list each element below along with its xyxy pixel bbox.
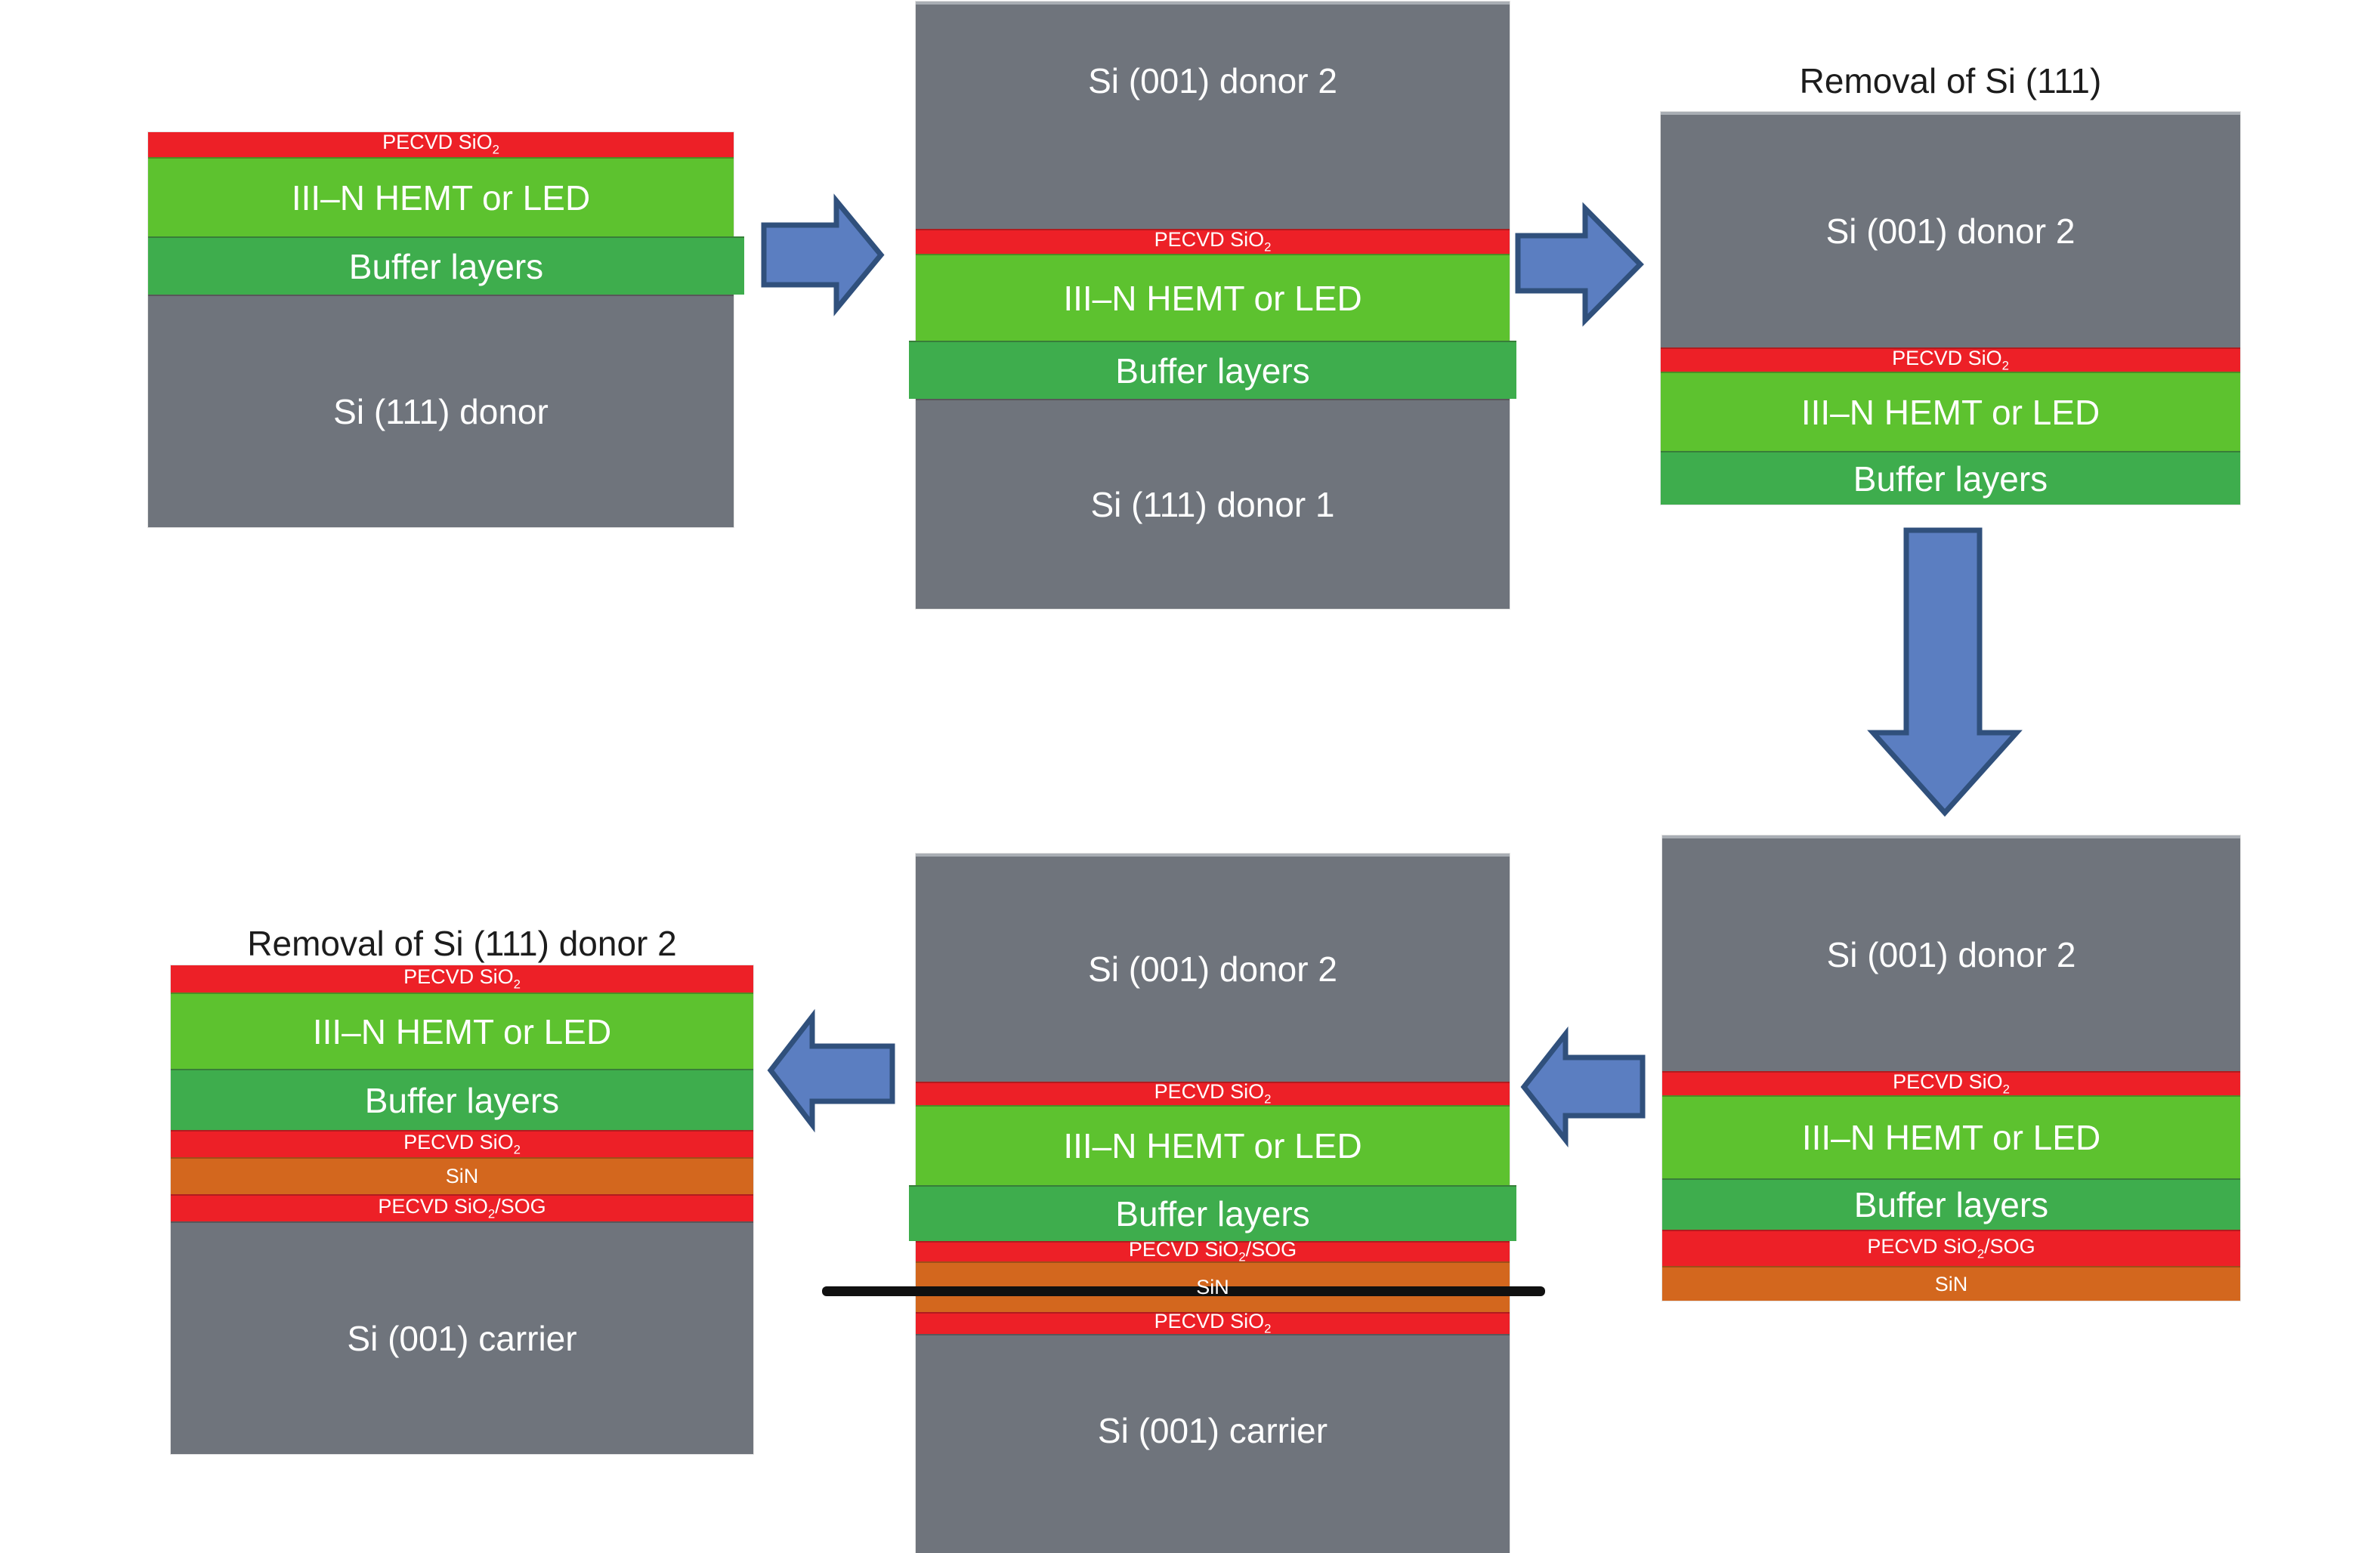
hemt-label: III–N HEMT or LED [1800,392,2100,432]
buffer-label: Buffer layers [1853,1185,2049,1224]
layer-buffer: Buffer layers [148,236,744,295]
hemt-label: III–N HEMT or LED [1063,278,1362,318]
layer-iii-n-hemt: III–N HEMT or LED [916,254,1510,341]
buffer-label: Buffer layers [1115,1194,1310,1233]
layer-si-111-donor: Si (111) donor [148,295,734,527]
layer-si-001-donor-2: Si (001) donor 2 [916,2,1510,229]
pecvd-sio2-label: PECVD SiO2 [1154,228,1272,255]
si-001-donor-2-label: Si (001) donor 2 [1088,60,1337,100]
arrow-down-step3-icon [1867,527,2023,817]
buffer-label: Buffer layers [1853,458,2048,499]
layer-si-001-donor-2: Si (001) donor 2 [1662,835,2240,1071]
layer-buffer: Buffer layers [1662,1178,2240,1230]
layer-buffer: Buffer layers [909,341,1516,399]
layer-si-001-carrier: Si (001) carrier [171,1221,753,1454]
hemt-label: III–N HEMT or LED [312,1011,612,1051]
layer-pecvd-sio2: PECVD SiO2 [916,1310,1510,1336]
layer-buffer: Buffer layers [909,1185,1516,1241]
layer-pecvd-sio2-sog: PECVD SiO2/SOG [171,1194,753,1221]
layer-buffer: Buffer layers [171,1069,753,1130]
sin-label: SiN [445,1165,479,1187]
si-001-donor-2-label: Si (001) donor 2 [1088,949,1337,989]
layer-iii-n-hemt: III–N HEMT or LED [916,1105,1510,1185]
pecvd-sio2-label: PECVD SiO2 [403,1130,521,1157]
layer-pecvd-sio2-sog: PECVD SiO2/SOG [916,1238,1510,1264]
si-001-carrier-label: Si (001) carrier [347,1319,577,1358]
panel-bonded-carrier: Si (001) donor 2 PECVD SiO2 III–N HEMT o… [909,854,1516,1553]
buffer-label: Buffer layers [364,1080,560,1120]
layer-iii-n-hemt: III–N HEMT or LED [171,993,753,1069]
si-001-donor-2-label: Si (001) donor 2 [1826,935,2076,974]
stage-title-removal-si-111: Removal of Si (111) [1799,61,2102,100]
pecvd-sio2-label: PECVD SiO2 [1154,1080,1272,1107]
layer-iii-n-hemt: III–N HEMT or LED [148,157,734,236]
pecvd-sio2-label: PECVD SiO2 [1893,1070,2010,1097]
panel-final-stack: PECVD SiO2 III–N HEMT or LED Buffer laye… [171,965,753,1454]
panel-after-si111-removal: Si (001) donor 2 PECVD SiO2 III–N HEMT o… [1661,112,2240,505]
layer-si-001-donor-2: Si (001) donor 2 [1661,112,2240,347]
buffer-label: Buffer layers [1115,350,1310,391]
layer-pecvd-sio2: PECVD SiO2 [916,1080,1510,1107]
pecvd-sio2-label: PECVD SiO2 [382,131,499,157]
layer-si-001-carrier: Si (001) carrier [916,1334,1510,1553]
layer-si-111-donor-1: Si (111) donor 1 [916,399,1510,609]
layer-iii-n-hemt: III–N HEMT or LED [1662,1095,2240,1178]
pecvd-sio2-sog-label: PECVD SiO2/SOG [1867,1234,2035,1261]
si-111-donor-1-label: Si (111) donor 1 [1090,485,1335,524]
sin-label: SiN [1934,1272,1968,1295]
panel-bonded-two-donors: Si (001) donor 2 PECVD SiO2 III–N HEMT o… [909,2,1516,609]
layer-buffer: Buffer layers [1661,451,2240,505]
layer-pecvd-sio2: PECVD SiO2 [171,965,753,993]
stage-title-removal-si-111-donor-2: Removal of Si (111) donor 2 [247,924,677,963]
pecvd-sio2-label: PECVD SiO2 [1154,1310,1272,1336]
buffer-label: Buffer layers [348,246,544,286]
panel-coated-stack: Si (001) donor 2 PECVD SiO2 III–N HEMT o… [1662,835,2240,1301]
layer-sin: SiN [171,1157,753,1194]
panel-initial-stack: PECVD SiO2 III–N HEMT or LED Buffer laye… [148,132,744,527]
hemt-label: III–N HEMT or LED [1063,1126,1362,1166]
layer-pecvd-sio2: PECVD SiO2 [171,1130,753,1157]
si-001-carrier-label: Si (001) carrier [1097,1411,1328,1450]
si-001-donor-2-label: Si (001) donor 2 [1825,211,2076,251]
layer-pecvd-sio2: PECVD SiO2 [1662,1071,2240,1095]
layer-sin: SiN [1662,1266,2240,1301]
hemt-label: III–N HEMT or LED [1801,1118,2101,1157]
layer-si-001-donor-2: Si (001) donor 2 [916,854,1510,1082]
pecvd-sio2-label: PECVD SiO2 [403,965,521,992]
wafer-split-line [822,1286,1545,1296]
arrow-left-step4-icon [1520,1026,1646,1148]
pecvd-sio2-sog-label: PECVD SiO2/SOG [378,1194,546,1221]
arrow-right-step1-icon [761,193,885,316]
pecvd-sio2-sog-label: PECVD SiO2/SOG [1128,1238,1297,1264]
layer-pecvd-sio2: PECVD SiO2 [1661,347,2240,372]
arrow-right-step2-icon [1515,202,1644,327]
layer-pecvd-sio2-sog: PECVD SiO2/SOG [1662,1230,2240,1266]
layer-pecvd-sio2: PECVD SiO2 [148,132,734,157]
arrow-left-step5-icon [767,1008,895,1133]
hemt-label: III–N HEMT or LED [291,178,591,218]
sin-label: SiN [1196,1276,1229,1298]
pecvd-sio2-label: PECVD SiO2 [1892,346,2009,373]
si-111-donor-label: Si (111) donor [333,392,549,431]
layer-iii-n-hemt: III–N HEMT or LED [1661,372,2240,451]
layer-pecvd-sio2: PECVD SiO2 [916,229,1510,254]
